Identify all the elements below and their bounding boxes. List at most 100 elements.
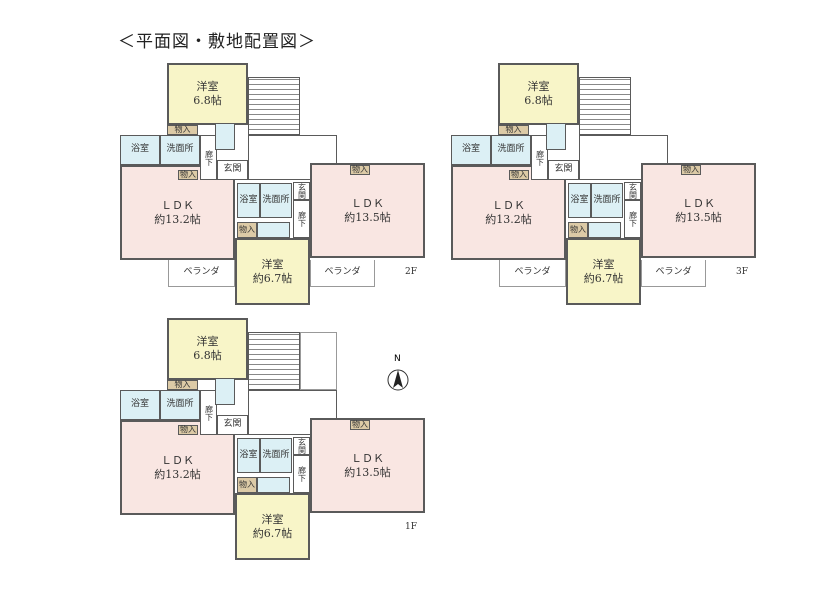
washroom-a: 洗面所 xyxy=(160,135,200,165)
entrance-b: 玄関 xyxy=(624,182,641,200)
page-title: ＜平面図・敷地配置図＞ xyxy=(118,32,316,52)
bath-a-label: 浴室 xyxy=(130,144,149,155)
storage-d: 物入 xyxy=(350,165,370,175)
stairwell xyxy=(248,77,300,135)
toilet-a xyxy=(546,123,566,150)
stairwell xyxy=(579,77,631,135)
storage-b-label: 物入 xyxy=(180,170,196,179)
bath-b-label: 浴室 xyxy=(239,449,258,460)
floor-label: 1F xyxy=(405,522,417,532)
storage-c: 物入 xyxy=(568,222,588,238)
washroom-b: 洗面所 xyxy=(591,183,623,218)
ldk-a-label: 約13.2帖 xyxy=(485,212,532,226)
hallway-a-label: 廊下 xyxy=(535,149,545,166)
storage-c-label: 物入 xyxy=(239,480,255,489)
hallway-a: 廊下 xyxy=(200,390,217,435)
hallway-a-label: 廊下 xyxy=(204,404,214,421)
bath-b: 浴室 xyxy=(237,183,260,218)
entrance-a: 玄関 xyxy=(217,415,248,435)
western-room-b-label: 洋室 xyxy=(261,257,284,271)
western-room-a-label: 6.8帖 xyxy=(524,94,553,107)
ldk-b-label: 約13.5帖 xyxy=(344,210,391,224)
hallway-b-label: 廊下 xyxy=(297,211,307,227)
bath-b: 浴室 xyxy=(568,183,591,218)
veranda-b: ベランダ xyxy=(310,260,375,287)
storage-c: 物入 xyxy=(237,477,257,493)
bath-b-label: 浴室 xyxy=(570,194,589,205)
western-room-b: 洋室約6.7帖 xyxy=(235,493,310,560)
floor-label: 3F xyxy=(736,267,748,277)
entrance-a-label: 玄関 xyxy=(223,164,242,175)
storage-a-label: 物入 xyxy=(505,125,522,134)
hallway-b: 廊下 xyxy=(624,200,641,238)
entrance-porch xyxy=(300,332,337,390)
storage-b-label: 物入 xyxy=(180,425,196,434)
western-room-b-label: 洋室 xyxy=(261,512,284,526)
washroom-a-label: 洗面所 xyxy=(497,144,525,155)
storage-a: 物入 xyxy=(167,380,198,390)
entrance-a-label: 玄関 xyxy=(223,419,242,430)
toilet-b xyxy=(588,222,621,238)
washroom-b: 洗面所 xyxy=(260,183,292,218)
washroom-b-label: 洗面所 xyxy=(262,194,290,205)
entrance-a: 玄関 xyxy=(548,160,579,180)
washroom-a-label: 洗面所 xyxy=(166,144,194,155)
stairwell xyxy=(248,332,300,390)
ldk-a-label: 約13.2帖 xyxy=(154,467,201,481)
north-label: N xyxy=(394,354,401,364)
washroom-b: 洗面所 xyxy=(260,438,292,473)
storage-d: 物入 xyxy=(350,420,370,430)
western-room-a-label: 6.8帖 xyxy=(193,94,222,107)
ldk-b-label: 約13.5帖 xyxy=(344,465,391,479)
hallway-b: 廊下 xyxy=(293,455,310,493)
washroom-b-label: 洗面所 xyxy=(262,449,290,460)
veranda-b: ベランダ xyxy=(641,260,706,287)
storage-d-label: 物入 xyxy=(352,420,368,429)
hallway-b: 廊下 xyxy=(293,200,310,238)
western-room-a-label: 6.8帖 xyxy=(193,349,222,362)
storage-c-label: 物入 xyxy=(239,225,255,234)
ldk-b-label: ＬＤＫ xyxy=(682,196,715,210)
storage-a: 物入 xyxy=(167,125,198,135)
entrance-b: 玄関 xyxy=(293,437,310,455)
toilet-a xyxy=(215,123,235,150)
ldk-a-label: ＬＤＫ xyxy=(161,198,194,212)
washroom-a: 洗面所 xyxy=(491,135,531,165)
storage-d: 物入 xyxy=(681,165,701,175)
hallway-a-label: 廊下 xyxy=(204,149,214,166)
bath-b-label: 浴室 xyxy=(239,194,258,205)
veranda-b-label: ベランダ xyxy=(324,267,361,278)
storage-d-label: 物入 xyxy=(683,165,699,174)
storage-a-label: 物入 xyxy=(174,380,191,389)
veranda-a-label: ベランダ xyxy=(183,267,220,278)
entrance-b-label: 玄関 xyxy=(628,183,638,199)
veranda-a: ベランダ xyxy=(168,260,235,287)
veranda-a-label: ベランダ xyxy=(514,267,551,278)
toilet-b xyxy=(257,222,290,238)
hallway-a: 廊下 xyxy=(200,135,217,180)
entrance-a-label: 玄関 xyxy=(554,164,573,175)
hallway-b-label: 廊下 xyxy=(297,466,307,482)
western-room-b-label: 約6.7帖 xyxy=(252,526,293,540)
washroom-b-label: 洗面所 xyxy=(593,194,621,205)
storage-b: 物入 xyxy=(178,170,198,180)
bath-a: 浴室 xyxy=(120,390,160,420)
ldk-b-label: ＬＤＫ xyxy=(351,196,384,210)
ldk-a-label: ＬＤＫ xyxy=(492,198,525,212)
north-arrow-icon: N xyxy=(386,354,410,394)
entrance-b-label: 玄関 xyxy=(297,183,307,199)
veranda-b-label: ベランダ xyxy=(655,267,692,278)
storage-c-label: 物入 xyxy=(570,225,586,234)
storage-c: 物入 xyxy=(237,222,257,238)
western-room-b-label: 洋室 xyxy=(592,257,615,271)
